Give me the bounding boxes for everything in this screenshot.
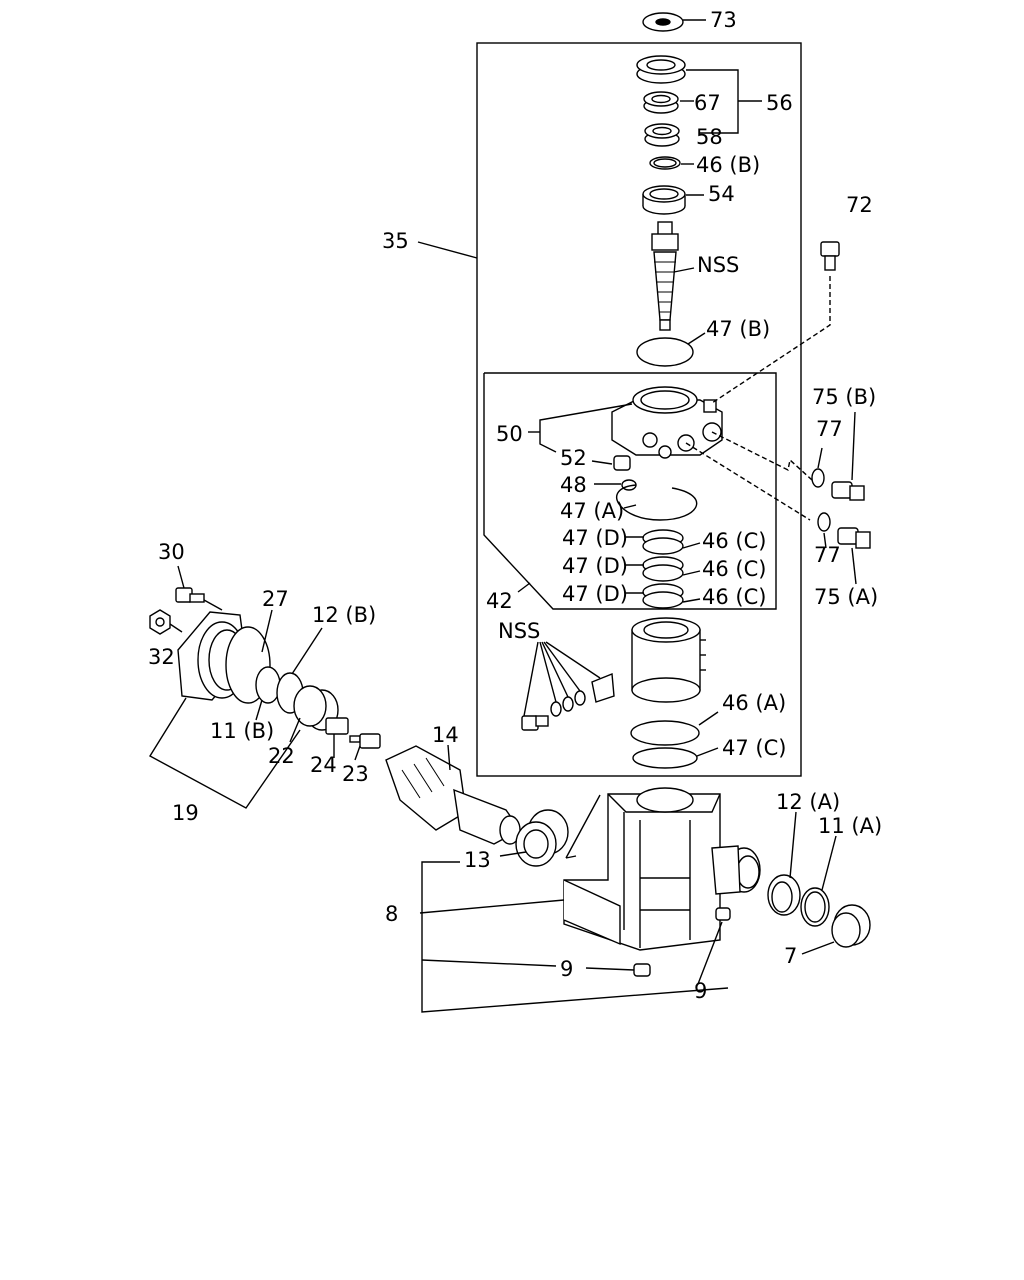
part-9-plug-right — [715, 907, 731, 921]
label-47b: 47 (B) — [706, 317, 770, 341]
fitting-75b-path — [711, 431, 813, 481]
part-47c-seal — [632, 747, 698, 769]
part-77-washer-bottom — [817, 512, 831, 532]
part-30-bolt — [175, 587, 205, 603]
part-72-leader-path — [711, 276, 831, 404]
label-24: 24 — [310, 753, 337, 777]
label-14: 14 — [432, 723, 459, 747]
part-8-gear-housing — [563, 787, 761, 951]
part-13-bearing — [515, 809, 569, 867]
label-46c-2: 46 (C) — [702, 557, 766, 581]
part-47a-seal — [616, 484, 698, 521]
part-piston — [631, 617, 706, 703]
label-9-mid: 9 — [560, 957, 573, 981]
label-58: 58 — [696, 125, 723, 149]
part-47b-seal — [636, 337, 694, 367]
label-46c-1: 46 (C) — [702, 529, 766, 553]
label-77-top: 77 — [816, 417, 843, 441]
part-14-pinion-shaft — [385, 745, 522, 845]
label-32: 32 — [148, 645, 175, 669]
label-19: 19 — [172, 801, 199, 825]
label-11b: 11 (B) — [210, 719, 274, 743]
label-73: 73 — [710, 8, 737, 32]
part-23-screw — [349, 733, 381, 749]
part-75a-fitting — [837, 527, 871, 549]
leader-lines — [149, 19, 857, 1013]
ring-stack-47d-46c — [642, 529, 684, 609]
fitting-75a-path — [685, 442, 811, 521]
label-47d-1: 47 (D) — [562, 526, 628, 550]
label-48: 48 — [560, 473, 587, 497]
label-72: 72 — [846, 193, 873, 217]
part-7-cap — [831, 904, 871, 948]
callout-labels: 73 56 67 58 46 (B) 54 72 35 NSS 47 (B) 7… — [148, 8, 882, 1003]
part-56-seal — [636, 55, 686, 84]
part-58-bearing — [644, 123, 680, 147]
part-46a-oring — [630, 720, 700, 746]
label-nss-top: NSS — [697, 253, 739, 277]
part-73-washer — [642, 12, 684, 32]
part-50-valve-housing — [611, 386, 723, 459]
label-50: 50 — [496, 422, 523, 446]
part-24-screw — [325, 717, 349, 735]
part-75b-fitting — [831, 481, 865, 501]
part-67-bearing — [643, 91, 679, 114]
label-56: 56 — [766, 91, 793, 115]
label-54: 54 — [708, 182, 735, 206]
label-67: 67 — [694, 91, 721, 115]
label-nss-mid: NSS — [498, 619, 540, 643]
label-7: 7 — [784, 944, 797, 968]
part-72-bolt — [820, 241, 840, 271]
label-52: 52 — [560, 446, 587, 470]
label-12b: 12 (B) — [312, 603, 376, 627]
part-12a-seal — [767, 874, 801, 916]
label-9-bottom: 9 — [694, 979, 707, 1003]
part-11b-ring — [255, 666, 281, 704]
label-11a: 11 (A) — [818, 814, 882, 838]
label-75b: 75 (B) — [812, 385, 876, 409]
label-30: 30 — [158, 540, 185, 564]
part-9-plug-mid — [633, 963, 651, 977]
label-23: 23 — [342, 762, 369, 786]
part-52-plug — [613, 455, 631, 471]
label-47d-2: 47 (D) — [562, 554, 628, 578]
label-27: 27 — [262, 587, 289, 611]
label-77-bottom: 77 — [814, 543, 841, 567]
part-nss-valve-shaft — [651, 221, 679, 331]
part-54-bearing — [642, 185, 686, 215]
part-77-washer-top — [811, 468, 825, 488]
label-8: 8 — [385, 902, 398, 926]
assembly-35-frame — [476, 42, 802, 777]
nss-small-parts — [521, 673, 615, 731]
part-32-nut — [149, 609, 171, 635]
label-47c: 47 (C) — [722, 736, 786, 760]
label-46a: 46 (A) — [722, 691, 786, 715]
part-11a-ring — [800, 887, 830, 927]
label-13: 13 — [464, 848, 491, 872]
label-47d-3: 47 (D) — [562, 582, 628, 606]
label-47a: 47 (A) — [560, 499, 624, 523]
label-46c-3: 46 (C) — [702, 585, 766, 609]
label-46b: 46 (B) — [696, 153, 760, 177]
label-22: 22 — [268, 744, 295, 768]
label-42: 42 — [486, 589, 513, 613]
part-46b-oring — [649, 156, 681, 170]
assembly-42-frame — [483, 372, 777, 610]
label-35: 35 — [382, 229, 409, 253]
label-12a: 12 (A) — [776, 790, 840, 814]
label-75a: 75 (A) — [814, 585, 878, 609]
